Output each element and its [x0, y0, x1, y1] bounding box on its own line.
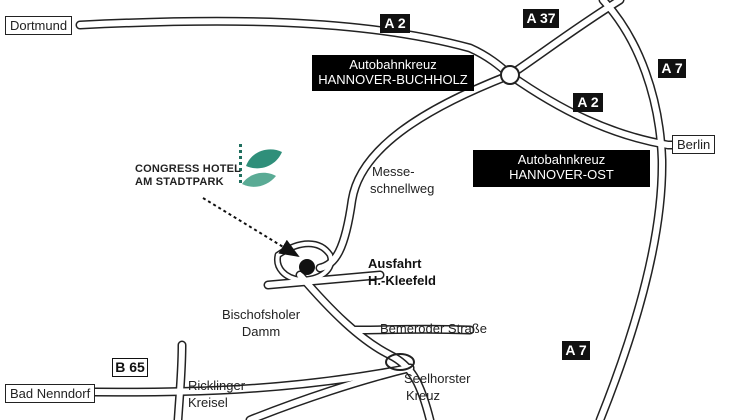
shield-a7-top: A 7: [658, 59, 686, 78]
road-label-messeschnellweg-line1: Messe-: [372, 164, 415, 179]
city-label-bad-nenndorf: Bad Nenndorf: [5, 384, 96, 403]
shield-a2-top: A 2: [380, 14, 410, 33]
shield-a7-bottom: A 7: [562, 341, 590, 360]
buchholz-interchange: [500, 65, 520, 85]
shield-a2-right: A 2: [573, 93, 603, 112]
road-label-bemeroder: Bemeroder Straße: [380, 321, 487, 336]
hotel-pointer-arrow: [202, 197, 300, 258]
city-label-dortmund: Dortmund: [5, 16, 73, 35]
road-label-bischofsholer-line1: Bischofsholer: [222, 307, 301, 322]
road-label-seelhorster-line2: Kreuz: [406, 388, 440, 403]
seelhorster-interchange: [385, 353, 415, 371]
road-label-seelhorster-line1: Seelhorster: [404, 371, 471, 386]
interchange-buchholz-line2: HANNOVER-BUCHHOLZ: [318, 72, 468, 87]
city-label-berlin: Berlin: [672, 135, 716, 154]
interchange-ost: Autobahnkreuz HANNOVER-OST: [473, 150, 650, 187]
shield-b65: B 65: [112, 358, 148, 377]
interchange-ost-line2: HANNOVER-OST: [509, 167, 614, 182]
interchange-buchholz: Autobahnkreuz HANNOVER-BUCHHOLZ: [312, 55, 474, 91]
road-label-seelhorster: Seelhorster Kreuz: [404, 370, 470, 404]
road-label-bischofsholer-line2: Damm: [241, 324, 281, 339]
hotel-name: CONGRESS HOTEL AM STADTPARK: [135, 163, 241, 189]
road-label-ricklinger-line1: Ricklinger: [188, 378, 246, 393]
exit-label: Ausfahrt H.-Kleefeld: [368, 255, 436, 289]
hotel-name-line2: AM STADTPARK: [135, 176, 224, 188]
road-label-messeschnellweg: Messe- schnellweg: [370, 163, 434, 197]
exit-label-line1: Ausfahrt: [368, 256, 422, 271]
road-label-ricklinger-line2: Kreisel: [188, 395, 228, 410]
road-label-ricklinger: Ricklinger Kreisel: [188, 377, 245, 411]
interchange-buchholz-line1: Autobahnkreuz: [349, 57, 437, 72]
exit-label-line2: H.-Kleefeld: [368, 273, 436, 288]
hotel-location-marker: [299, 259, 315, 275]
road-label-messeschnellweg-line2: schnellweg: [370, 181, 435, 196]
hotel-name-line1: CONGRESS HOTEL: [135, 163, 242, 175]
hotel-logo-icon: [239, 144, 282, 187]
road-label-bischofsholer: Bischofsholer Damm: [222, 306, 300, 340]
interchange-ost-line1: Autobahnkreuz: [517, 152, 606, 167]
shield-a37: A 37: [523, 9, 559, 28]
road-a7-east: [595, 0, 667, 420]
